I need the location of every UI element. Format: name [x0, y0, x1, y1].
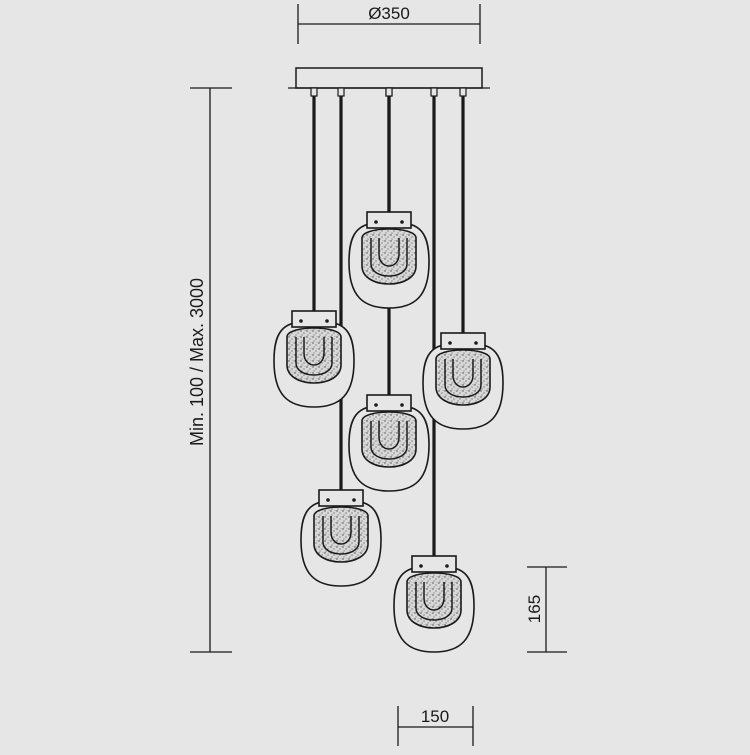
- ceiling-canopy: [288, 67, 490, 89]
- speckled-diffuser: [361, 411, 417, 468]
- diffuser-ring: [370, 421, 408, 460]
- diffuser-ring: [303, 337, 325, 366]
- screw-icon: [400, 220, 404, 224]
- holder-cap: [366, 394, 412, 412]
- screw-icon: [448, 341, 452, 345]
- shade-height-label: 165: [525, 595, 544, 623]
- cable-clamp: [430, 87, 438, 97]
- shade-height-dimension: [527, 566, 567, 653]
- cable-clamp: [459, 87, 467, 97]
- diffuser-ring: [378, 238, 400, 267]
- speckled-diffuser: [361, 228, 417, 285]
- cable-clamp: [310, 87, 318, 97]
- shade-width-label: 150: [421, 707, 449, 726]
- pendant-upper-center: [348, 211, 430, 309]
- canopy-plate: [295, 67, 483, 89]
- screw-icon: [326, 498, 330, 502]
- pendant-bottom-right: [393, 555, 475, 653]
- suspension-length-label: Min. 100 / Max. 3000: [187, 278, 207, 446]
- screw-icon: [474, 341, 478, 345]
- screw-icon: [325, 319, 329, 323]
- diffuser-ring: [444, 359, 482, 398]
- pendant-center: [348, 394, 430, 492]
- cable-clamp: [385, 87, 393, 97]
- holder-cap: [366, 211, 412, 229]
- diffuser-ring: [330, 516, 352, 545]
- suspension-length-dimension: [190, 87, 232, 653]
- screw-icon: [299, 319, 303, 323]
- pendant-lower-left: [300, 489, 382, 587]
- screw-icon: [374, 403, 378, 407]
- diffuser-ring: [415, 582, 453, 621]
- speckled-diffuser: [313, 506, 369, 563]
- diffuser-ring: [423, 582, 445, 611]
- pendant-middle-left: [273, 310, 355, 408]
- screw-icon: [352, 498, 356, 502]
- diffuser-ring: [452, 359, 474, 388]
- speckled-diffuser: [286, 327, 342, 384]
- holder-cap: [318, 489, 364, 507]
- screw-icon: [419, 564, 423, 568]
- diffuser-ring: [322, 516, 360, 555]
- canopy-diameter-dimension: [297, 4, 481, 44]
- diffuser-ring: [295, 337, 333, 376]
- screw-icon: [374, 220, 378, 224]
- cable-clamp: [337, 87, 345, 97]
- diffuser-ring: [370, 238, 408, 277]
- canopy-diameter-label: Ø350: [368, 4, 410, 23]
- pendant-shades: [273, 211, 504, 653]
- holder-cap: [411, 555, 457, 573]
- speckled-diffuser: [406, 572, 462, 629]
- speckled-diffuser: [435, 349, 491, 406]
- diffuser-ring: [378, 421, 400, 450]
- pendant-middle-right: [422, 332, 504, 430]
- screw-icon: [400, 403, 404, 407]
- screw-icon: [445, 564, 449, 568]
- holder-cap: [291, 310, 337, 328]
- holder-cap: [440, 332, 486, 350]
- shade-width-dimension: [397, 706, 474, 746]
